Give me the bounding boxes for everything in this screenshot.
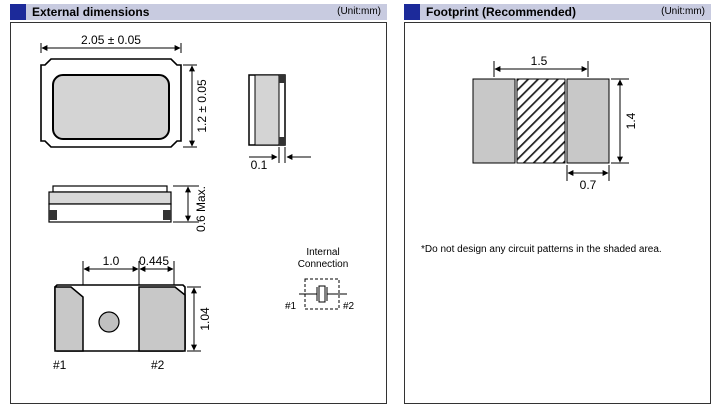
conn-pin2-label: #2 bbox=[343, 301, 355, 312]
pad-1 bbox=[54, 286, 84, 352]
dim-height-label: 0.6 Max. bbox=[194, 186, 208, 232]
dim-height-label: 1.4 bbox=[624, 112, 638, 129]
footprint-pad-left bbox=[472, 78, 516, 164]
footprint-drawing: 1.5 1.4 0.7 *Do not design any circuit p… bbox=[404, 22, 711, 404]
pin1-marker bbox=[98, 311, 120, 333]
external-dimensions-drawing: 2.05 ± 0.05 1.2 ± 0.05 0.1 bbox=[10, 22, 387, 404]
footprint-header: Footprint (Recommended) (Unit:mm) bbox=[404, 4, 711, 20]
footprint-keepout-area bbox=[516, 78, 566, 164]
panel-title: Footprint (Recommended) bbox=[426, 5, 576, 19]
front-view: 0.6 Max. bbox=[48, 185, 208, 232]
top-view-lid bbox=[52, 74, 170, 140]
header-square-icon bbox=[10, 4, 26, 20]
dim-side-label: 0.1 bbox=[251, 158, 268, 172]
external-dimensions-svg: 2.05 ± 0.05 1.2 ± 0.05 0.1 bbox=[40, 33, 355, 372]
dim-span-label: 1.5 bbox=[531, 54, 548, 68]
internal-connection: Internal Connection #1 #2 bbox=[285, 247, 355, 312]
side-view: 0.1 bbox=[248, 74, 311, 172]
header-square-icon bbox=[404, 4, 420, 20]
footprint-note: *Do not design any circuit patterns in t… bbox=[421, 244, 662, 255]
footprint-svg: 1.5 1.4 0.7 bbox=[472, 54, 638, 192]
dim-pad-a-label: 1.0 bbox=[103, 254, 120, 268]
conn-pin1-label: #1 bbox=[285, 301, 297, 312]
bottom-view: 1.0 0.445 1.04 #1 #2 bbox=[53, 254, 212, 372]
panel-title: External dimensions bbox=[32, 5, 150, 19]
internal-title-line1: Internal bbox=[306, 247, 339, 258]
internal-title-line2: Connection bbox=[298, 259, 349, 270]
dim-pad-w-label: 0.7 bbox=[580, 178, 597, 192]
external-dimensions-header: External dimensions (Unit:mm) bbox=[10, 4, 387, 20]
footprint-pad-right bbox=[566, 78, 610, 164]
top-view: 2.05 ± 0.05 1.2 ± 0.05 bbox=[40, 33, 209, 148]
dim-length-label: 2.05 ± 0.05 bbox=[81, 33, 141, 47]
dim-width-label: 1.2 ± 0.05 bbox=[195, 79, 209, 133]
dim-pad-b-label: 0.445 bbox=[139, 254, 169, 268]
pad-2 bbox=[138, 286, 186, 352]
pin1-label: #1 bbox=[53, 358, 67, 372]
dim-pad-h-label: 1.04 bbox=[198, 307, 212, 331]
unit-label: (Unit:mm) bbox=[661, 6, 705, 17]
unit-label: (Unit:mm) bbox=[337, 6, 381, 17]
pin2-label: #2 bbox=[151, 358, 165, 372]
